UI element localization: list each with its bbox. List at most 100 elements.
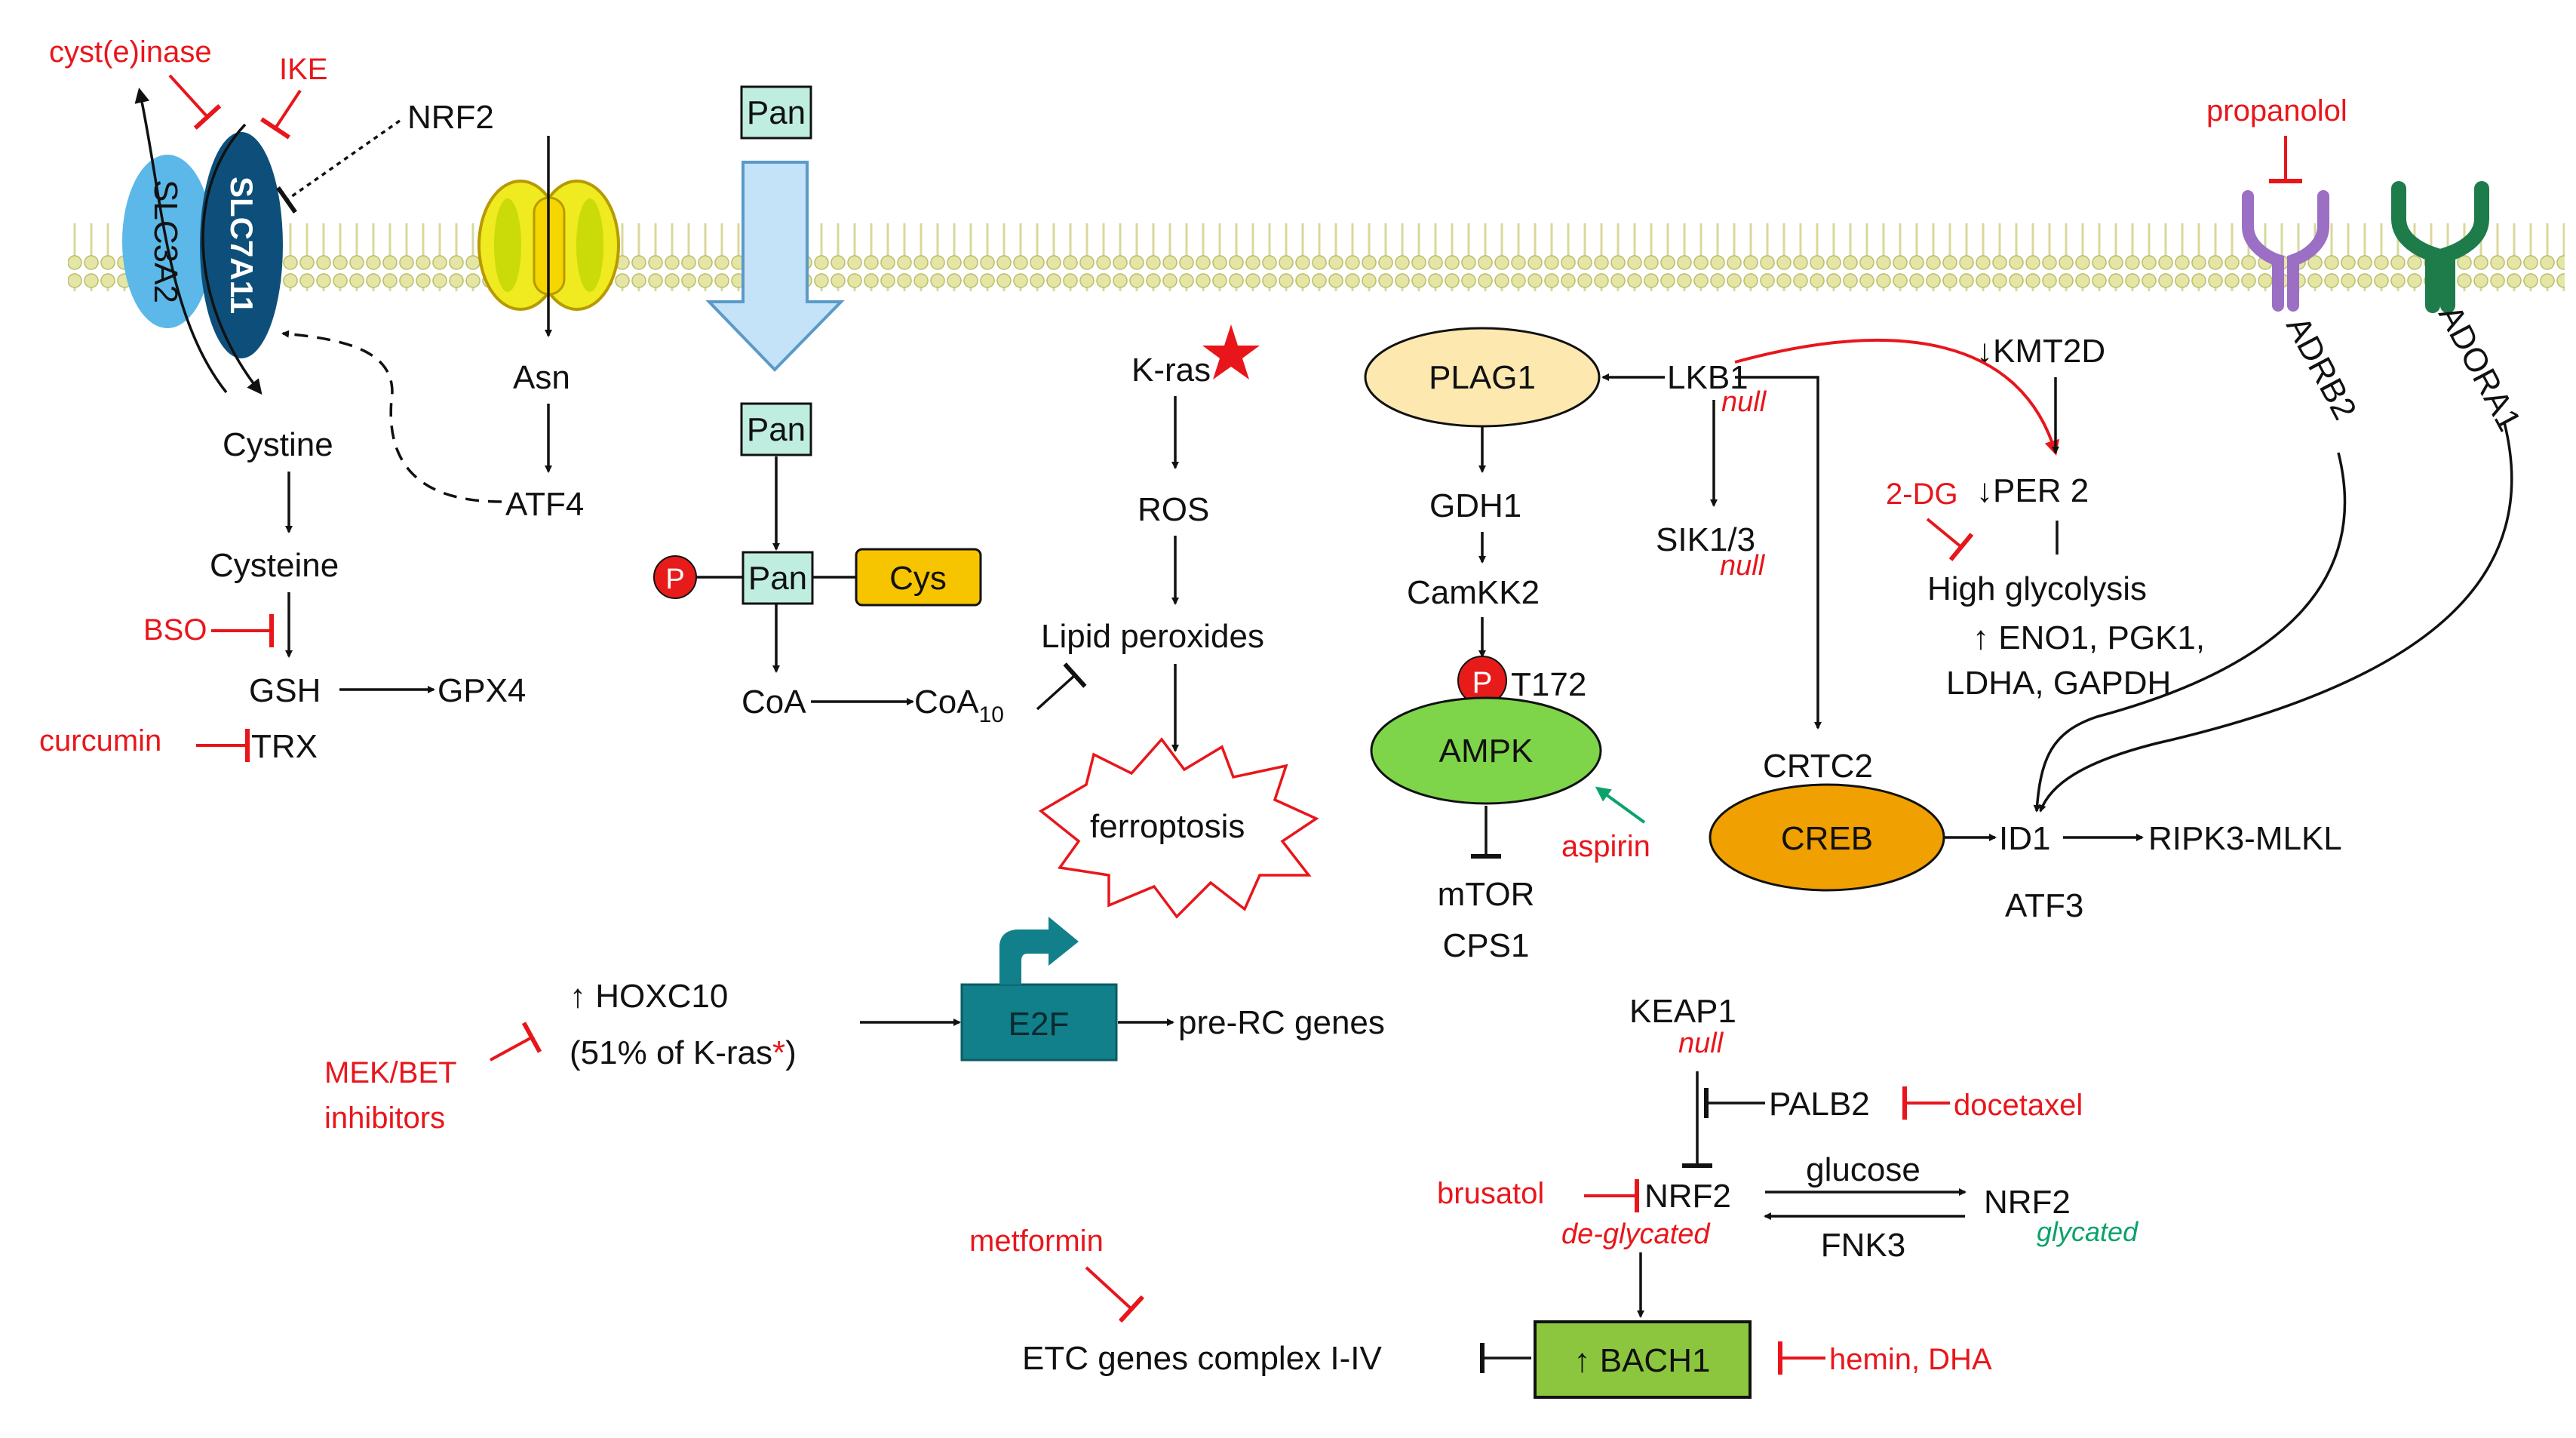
kmt2d-label: ↓KMT2D <box>1976 333 2105 370</box>
cys-label: Cys <box>889 560 947 597</box>
asparagine-channel-icon <box>477 180 620 311</box>
propanolol-label: propanolol <box>2206 94 2347 128</box>
camkk2-label: CamKK2 <box>1407 574 1540 611</box>
lkb1-label: LKB1 <box>1667 359 1749 396</box>
cysteinase-label: cyst(e)inase <box>49 35 212 69</box>
fnk3-label: FNK3 <box>1821 1227 1905 1264</box>
pan-outside-box <box>740 85 812 140</box>
coa10-label: CoA10 <box>914 684 1004 727</box>
atf3-label: ATF3 <box>2005 887 2083 924</box>
adrb2-receptor-icon <box>2242 190 2329 312</box>
two-dg-inhibition <box>1926 518 1974 561</box>
e2f-promoter-arrow-icon <box>999 917 1079 985</box>
pan-import-arrow <box>705 161 845 372</box>
e2f-box <box>960 983 1118 1062</box>
hoxc10-sub-text: (51% of K-ras <box>570 1034 772 1071</box>
creb-node <box>1709 783 1945 892</box>
ldha-label: LDHA, GAPDH <box>1946 665 2171 702</box>
mtor-label: mTOR <box>1438 876 1535 913</box>
lkb1-to-crtc2 <box>1735 376 1822 730</box>
eno1-label: ↑ ENO1, PGK1, <box>1973 619 2205 656</box>
adora1-receptor-icon <box>2391 181 2489 313</box>
keap1-label: KEAP1 <box>1629 993 1736 1030</box>
mek-bet-label-1: MEK/BET <box>324 1056 457 1089</box>
cysteinase-inhibition <box>168 74 222 131</box>
plag1-label: PLAG1 <box>1429 359 1536 396</box>
nrf2-right-label: NRF2 <box>1984 1184 2071 1221</box>
asn-label: Asn <box>513 359 570 396</box>
slc-transporter: SLC3A2 SLC7A11 <box>122 88 283 395</box>
cell-membrane <box>68 223 2565 291</box>
ampk-label: AMPK <box>1439 733 1534 770</box>
gpx4-label: GPX4 <box>438 672 526 709</box>
nrf2-top-label: NRF2 <box>407 99 494 136</box>
adrb2-label: ADRB2 <box>2279 311 2363 426</box>
prerc-label: pre-RC genes <box>1178 1004 1385 1041</box>
slc7a11-label: SLC7A11 <box>224 177 259 314</box>
pan-core-label: Pan <box>748 560 807 597</box>
ampk-node <box>1370 696 1602 805</box>
bso-label: BSO <box>143 613 207 647</box>
t172-label: T172 <box>1511 666 1586 703</box>
bach1-label: ↑ BACH1 <box>1574 1342 1711 1379</box>
per2-label: ↓PER 2 <box>1976 472 2089 509</box>
lkb1-to-per2-red <box>1734 339 2059 456</box>
creb-label: CREB <box>1781 820 1873 857</box>
atf4-label: ATF4 <box>505 486 584 523</box>
coa10-subscript: 10 <box>979 702 1004 727</box>
hemin-label: hemin, DHA <box>1829 1343 1992 1376</box>
glycolysis-label: High glycolysis <box>1927 570 2147 607</box>
adora1-to-id1 <box>2039 422 2513 813</box>
pan-outside-label: Pan <box>747 94 806 131</box>
palb2-label: PALB2 <box>1769 1086 1870 1123</box>
two-dg-label: 2-DG <box>1886 478 1958 511</box>
hoxc10-close: ) <box>785 1034 797 1071</box>
aspirin-activation <box>1595 786 1646 824</box>
phospho-pan-label: P <box>665 564 684 595</box>
glucose-label: glucose <box>1806 1151 1920 1188</box>
ike-inhibition <box>259 89 302 140</box>
glutamate-export-arrow <box>134 88 228 394</box>
brusatol-label: brusatol <box>1437 1177 1544 1210</box>
mek-bet-label-2: inhibitors <box>324 1102 445 1135</box>
ferroptosis-burst-icon <box>1038 737 1319 919</box>
id1-label: ID1 <box>1999 820 2050 857</box>
mutation-star-icon <box>1202 324 1260 379</box>
hoxc10-label: ↑ HOXC10 <box>570 978 728 1015</box>
pan-inside-box <box>740 402 812 456</box>
atf4-to-slc7a11-dashed <box>281 330 502 503</box>
metformin-inhibition <box>1085 1266 1145 1323</box>
cps1-label: CPS1 <box>1443 927 1530 964</box>
nrf2-left-label: NRF2 <box>1644 1178 1731 1215</box>
nrf2-inhibition-dotted <box>276 119 401 214</box>
pan-inside-label: Pan <box>747 411 806 448</box>
deglycated-label: de-glycated <box>1561 1218 1711 1250</box>
coa-label: CoA <box>741 684 806 721</box>
metformin-label: metformin <box>969 1224 1104 1258</box>
sik-null-label: null <box>1720 550 1766 582</box>
cystine-label: Cystine <box>223 426 333 463</box>
docetaxel-label: docetaxel <box>1954 1089 2083 1122</box>
coa10-main: CoA <box>914 684 979 721</box>
keap1-null-label: null <box>1678 1028 1724 1059</box>
sik-label: SIK1/3 <box>1656 521 1755 558</box>
hoxc10-sub-label: (51% of K-ras*) <box>570 1034 797 1071</box>
lipid-label: Lipid peroxides <box>1041 618 1264 655</box>
adora1-label: ADORA1 <box>2431 300 2528 438</box>
slc7a11-protein <box>200 132 283 358</box>
aspirin-label: aspirin <box>1561 830 1650 863</box>
ripk3-label: RIPK3-MLKL <box>2148 820 2342 857</box>
cystine-import-arrow <box>201 123 263 395</box>
ros-label: ROS <box>1138 491 1209 528</box>
phospho-ampk-label: P <box>1472 666 1493 699</box>
cysteine-label: Cysteine <box>210 547 339 584</box>
gdh1-label: GDH1 <box>1429 487 1521 524</box>
mek-bet-inhibition <box>490 1022 542 1062</box>
ike-label: IKE <box>279 53 327 86</box>
gsh-label: GSH <box>249 672 321 709</box>
kras-label: K-ras <box>1131 352 1211 389</box>
etc-label: ETC genes complex I-IV <box>1022 1340 1382 1377</box>
e2f-label: E2F <box>1009 1006 1070 1043</box>
coa10-inhibits-lipid <box>1036 662 1087 711</box>
